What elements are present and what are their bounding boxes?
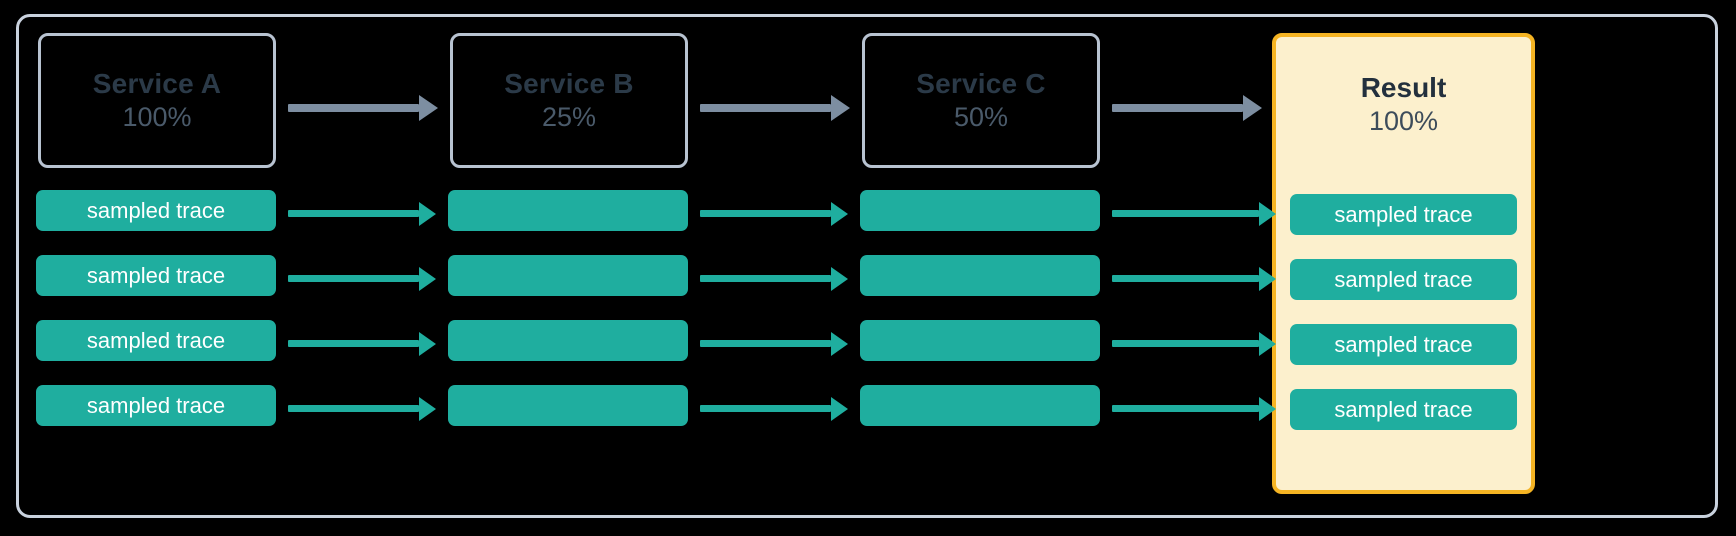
trace-bar-label: sampled trace	[86, 327, 226, 353]
trace-bar-label: sampled trace	[1334, 201, 1473, 227]
result-title: Result	[1360, 72, 1447, 103]
result-percent: 100%	[1368, 106, 1439, 136]
service-c-title: Service C	[916, 68, 1046, 99]
trace-bar-label: sampled trace	[1334, 331, 1473, 357]
trace-bar-service-c-1[interactable]	[860, 190, 1100, 231]
trace-bar-result-1[interactable]: sampled trace	[1290, 194, 1517, 235]
result-header: Result 100%	[1276, 37, 1531, 172]
service-a-percent: 100%	[122, 102, 192, 132]
trace-bar-service-c-2[interactable]	[860, 255, 1100, 296]
service-b-title: Service B	[504, 68, 634, 99]
trace-bar-result-2[interactable]: sampled trace	[1290, 259, 1517, 300]
service-box-service-c[interactable]: Service C 50%	[862, 33, 1100, 168]
trace-bar-service-b-2[interactable]	[448, 255, 688, 296]
trace-bar-service-b-4[interactable]	[448, 385, 688, 426]
service-box-service-a[interactable]: Service A 100%	[38, 33, 276, 168]
trace-bar-result-3[interactable]: sampled trace	[1290, 324, 1517, 365]
trace-bar-result-4[interactable]: sampled trace	[1290, 389, 1517, 430]
service-c-percent: 50%	[953, 102, 1009, 132]
trace-bar-label: sampled trace	[86, 392, 226, 418]
trace-bar-label: sampled trace	[1334, 396, 1473, 422]
trace-bar-label: sampled trace	[86, 262, 226, 288]
trace-bar-service-a-2[interactable]: sampled trace	[36, 255, 276, 296]
trace-bar-label: sampled trace	[1334, 266, 1473, 292]
service-a-title: Service A	[92, 68, 222, 99]
service-box-service-b[interactable]: Service B 25%	[450, 33, 688, 168]
trace-bar-service-b-1[interactable]	[448, 190, 688, 231]
pipeline-frame	[16, 14, 1718, 518]
trace-bar-service-a-1[interactable]: sampled trace	[36, 190, 276, 231]
trace-bar-service-a-3[interactable]: sampled trace	[36, 320, 276, 361]
trace-bar-service-a-4[interactable]: sampled trace	[36, 385, 276, 426]
trace-bar-service-c-4[interactable]	[860, 385, 1100, 426]
trace-bar-label: sampled trace	[86, 197, 226, 223]
service-b-percent: 25%	[541, 102, 597, 132]
result-panel[interactable]: Result 100% sampled trace sampled trace …	[1272, 33, 1535, 494]
trace-bar-service-c-3[interactable]	[860, 320, 1100, 361]
trace-bar-service-b-3[interactable]	[448, 320, 688, 361]
